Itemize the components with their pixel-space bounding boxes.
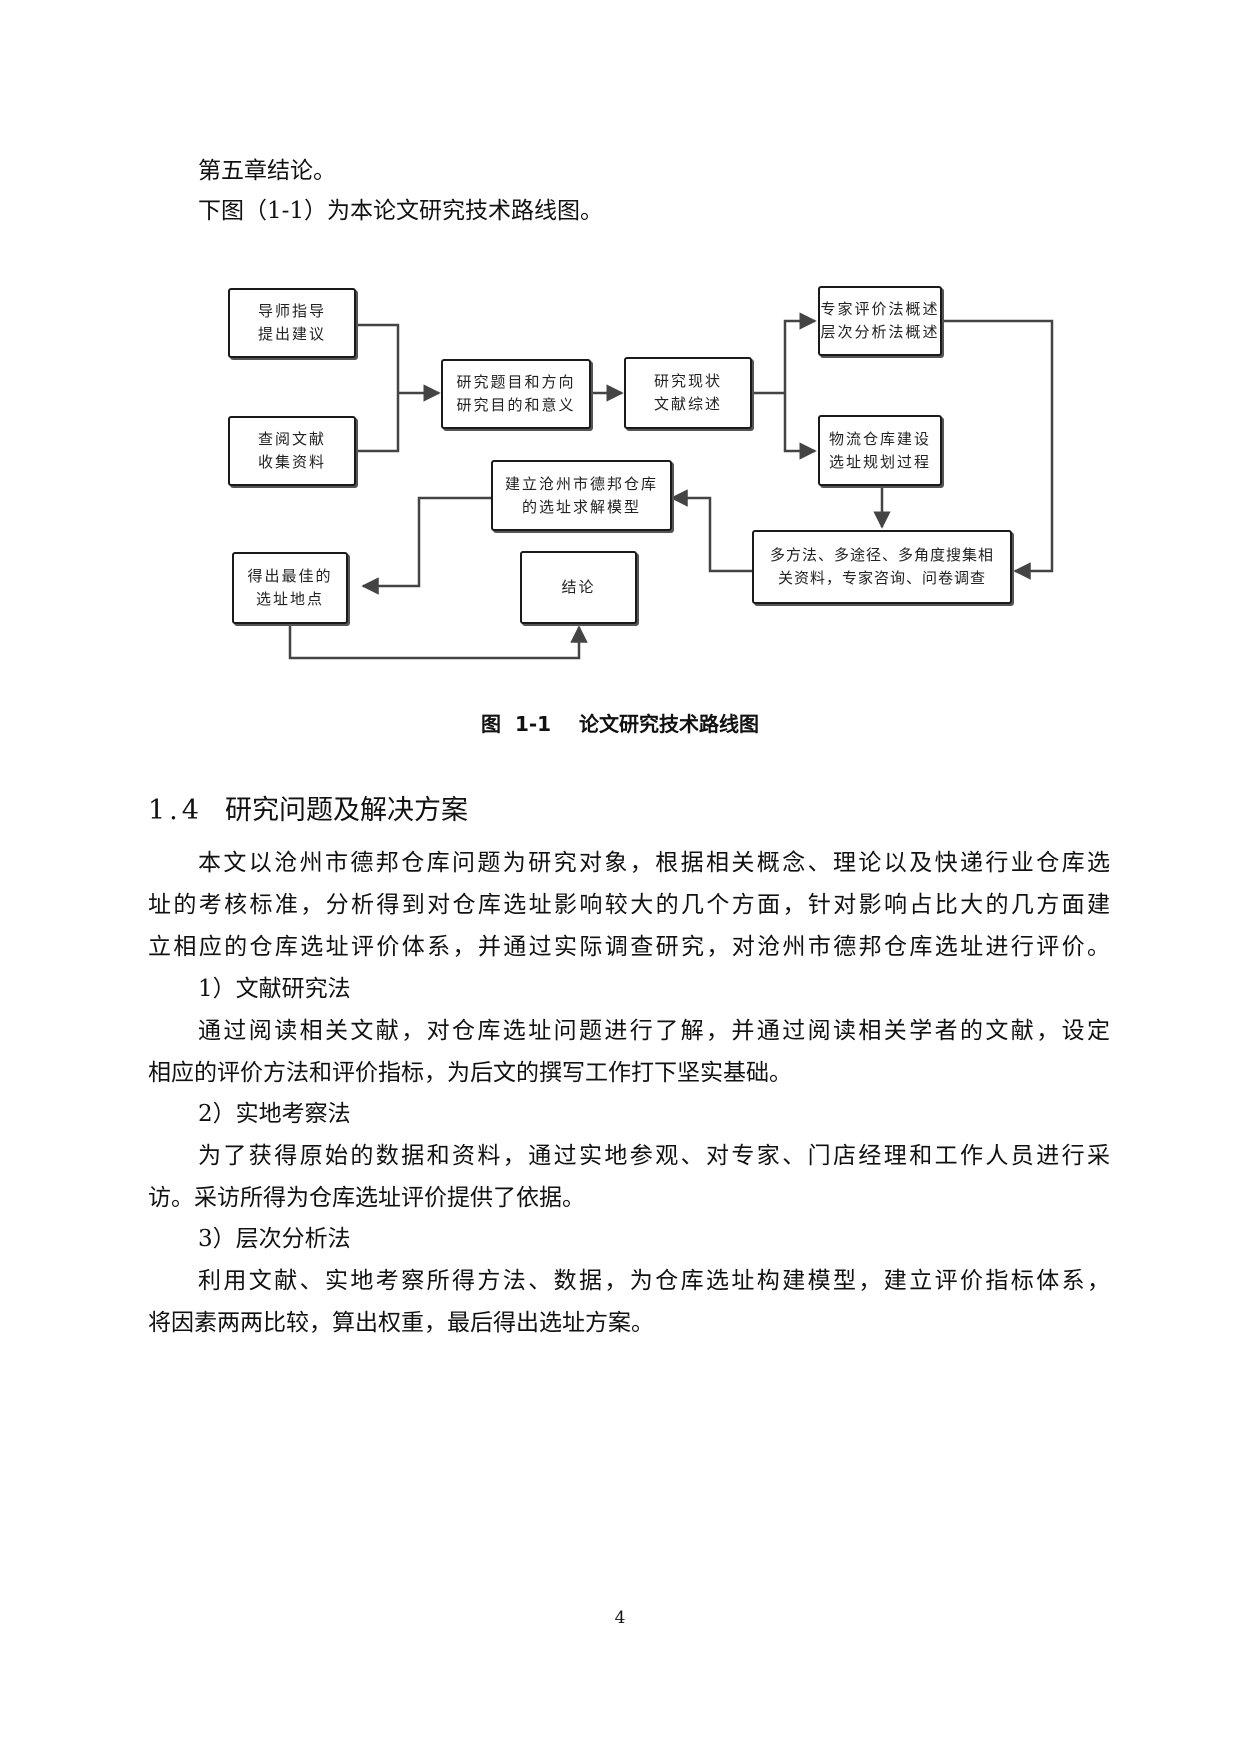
box-model-line-1: 建立沧州市德邦仓库	[504, 474, 658, 493]
connector-review-to-methods	[783, 312, 817, 393]
connector-best-to-conclusion	[288, 625, 588, 660]
section-number: 1.4	[148, 795, 203, 826]
box-methods-overview: 专家评价法概述 层次分析法概述	[818, 286, 942, 356]
box-collect-line-2: 关资料，专家咨询、问卷调查	[777, 569, 986, 587]
intro-line-2: 下图（1-1）为本论文研究技术路线图。	[198, 198, 604, 224]
method-3-heading: 3）层次分析法	[198, 1226, 351, 1252]
connector-advisor-to-topic	[356, 323, 400, 393]
page-number: 4	[614, 1608, 626, 1628]
box-best-location: 得出最佳的 选址地点	[232, 552, 348, 624]
paragraph-4-line-1: 利用文献、实地考察所得方法、数据，为仓库选址构建模型，建立评价指标体系，	[198, 1268, 1110, 1294]
figure-caption: 图 1-1 论文研究技术路线图	[481, 712, 759, 736]
box-conclusion: 结论	[520, 551, 637, 624]
box-topic-line-2: 研究目的和意义	[456, 396, 576, 414]
connector-literature-to-topic	[356, 393, 400, 453]
box-best-line-1: 得出最佳的	[247, 567, 333, 585]
paragraph-4-line-2: 将因素两两比较，算出权重，最后得出选址方案。	[148, 1310, 654, 1336]
box-literature-line-1: 查阅文献	[257, 430, 326, 448]
box-best-line-2: 选址地点	[255, 590, 324, 608]
box-model-line-2: 的选址求解模型	[521, 497, 641, 516]
box-warehouse-planning: 物流仓库建设 选址规划过程	[818, 415, 942, 486]
connector-collect-to-model	[670, 489, 752, 573]
box-collect-line-1: 多方法、多途径、多角度搜集相	[769, 546, 994, 564]
box-advisor-guidance: 导师指导 提出建议	[228, 288, 356, 358]
box-literature-line-2: 收集资料	[257, 453, 326, 471]
box-solution-model: 建立沧州市德邦仓库 的选址求解模型	[491, 460, 672, 531]
paragraph-2-line-1: 通过阅读相关文献，对仓库选址问题进行了解，并通过阅读相关学者的文献，设定	[198, 1018, 1110, 1044]
paragraph-2-line-2: 相应的评价方法和评价指标，为后文的撰写工作打下坚实基础。	[148, 1060, 792, 1086]
flowchart-connectors	[288, 312, 1054, 660]
box-data-collection: 多方法、多途径、多角度搜集相 关资料，专家咨询、问卷调查	[752, 530, 1012, 604]
box-research-topic: 研究题目和方向 研究目的和意义	[441, 359, 591, 429]
box-literature-review: 查阅文献 收集资料	[228, 416, 356, 486]
box-advisor-line-2: 提出建议	[257, 325, 326, 343]
method-1-heading: 1）文献研究法	[198, 976, 351, 1002]
paragraph-1-line-1: 本文以沧州市德邦仓库问题为研究对象，根据相关概念、理论以及快递行业仓库选	[198, 850, 1110, 876]
section-title: 研究问题及解决方案	[224, 795, 468, 826]
box-conclusion-line-1: 结论	[561, 578, 596, 596]
paragraph-3-line-2: 访。采访所得为仓库选址评价提供了依据。	[148, 1185, 585, 1211]
box-review-line-1: 研究现状	[653, 372, 722, 390]
connector-review-to-process	[783, 393, 817, 460]
box-process-line-1: 物流仓库建设	[828, 429, 931, 448]
connector-methods-to-collect	[942, 319, 1054, 580]
box-methods-line-2: 层次分析法概述	[820, 323, 940, 341]
intro-line-1: 第五章结论。	[198, 158, 336, 184]
paragraph-3-line-1: 为了获得原始的数据和资料，通过实地参观、对专家、门店经理和工作人员进行采	[198, 1143, 1110, 1169]
paragraph-1-line-2: 址的考核标准，分析得到对仓库选址影响较大的几个方面，针对影响占比大的几方面建	[148, 892, 1110, 918]
paragraph-1-line-3: 立相应的仓库选址评价体系，并通过实际调查研究，对沧州市德邦仓库选址进行评价。	[148, 934, 1110, 960]
box-methods-line-1: 专家评价法概述	[820, 300, 940, 318]
box-research-status: 研究现状 文献综述	[624, 357, 752, 429]
section-heading: 1.4 研究问题及解决方案	[148, 788, 468, 827]
box-advisor-line-1: 导师指导	[257, 302, 326, 320]
box-topic-line-1: 研究题目和方向	[456, 373, 576, 391]
connector-model-to-best	[361, 496, 491, 595]
box-review-line-2: 文献综述	[653, 395, 722, 413]
method-2-heading: 2）实地考察法	[198, 1101, 351, 1127]
box-process-line-2: 选址规划过程	[828, 452, 931, 471]
